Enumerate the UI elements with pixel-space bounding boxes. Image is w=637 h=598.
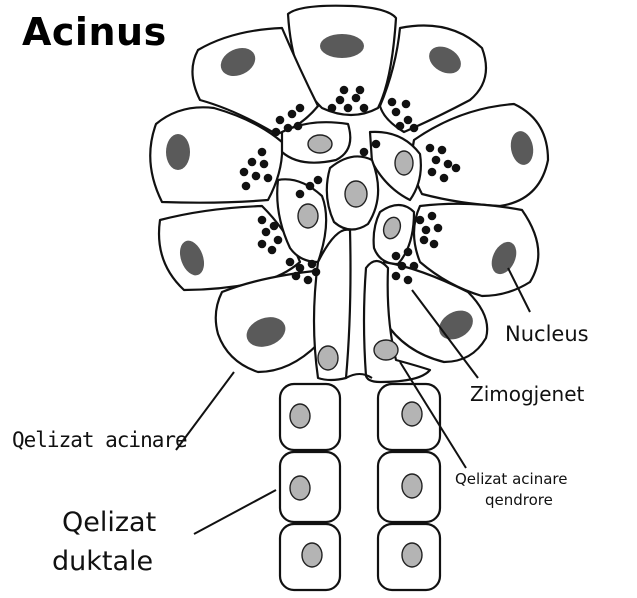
zymogen-granule [410, 124, 419, 133]
nucleus [166, 134, 190, 170]
zymogen-granule [284, 124, 293, 133]
label-zymogen: Zimogjenet [470, 382, 584, 406]
zymogen-granule [336, 96, 345, 105]
centroacinar-nucleus [318, 346, 338, 370]
zymogen-granule [286, 258, 295, 267]
zymogen-granule [402, 100, 411, 109]
pointer-ductal [194, 490, 276, 534]
zymogen-granule [360, 148, 369, 157]
zymogen-granule [260, 160, 269, 169]
zymogen-granule [444, 160, 453, 169]
zymogen-granule [372, 140, 381, 149]
zymogen-granule [262, 228, 271, 237]
label-centroacinar-line2: qendrore [485, 491, 553, 509]
zymogen-granule [388, 98, 397, 107]
zymogen-granule [288, 110, 297, 119]
zymogen-granule [242, 182, 251, 191]
zymogen-granule [404, 116, 413, 125]
zymogen-granule [416, 216, 425, 225]
zymogen-granule [396, 122, 405, 131]
zymogen-granule [268, 246, 277, 255]
ductal-nucleus [290, 476, 310, 500]
ductal-nucleus [302, 543, 322, 567]
label-nucleus: Nucleus [505, 322, 589, 346]
zymogen-granule [264, 174, 273, 183]
ductal-nucleus [402, 474, 422, 498]
zymogen-granule [296, 264, 305, 273]
zymogen-granule [452, 164, 461, 173]
zymogen-granule [440, 174, 449, 183]
zymogen-granule [308, 260, 317, 269]
zymogen-granule [392, 108, 401, 117]
zymogen-granule [432, 156, 441, 165]
zymogen-granule [304, 276, 313, 285]
zymogen-granule [340, 86, 349, 95]
label-ductal-line1: Qelizat [62, 507, 156, 538]
zymogen-granule [428, 212, 437, 221]
zymogen-granule [434, 224, 443, 233]
zymogen-granule [426, 144, 435, 153]
zymogen-granule [270, 222, 279, 231]
zymogen-granule [240, 168, 249, 177]
zymogen-granule [344, 104, 353, 113]
zymogen-granule [258, 240, 267, 249]
zymogen-granule [312, 268, 321, 277]
zymogen-granule [352, 94, 361, 103]
zymogen-granule [398, 262, 407, 271]
label-ductal-line2: duktale [52, 546, 153, 577]
zymogen-granule [404, 276, 413, 285]
zymogen-granule [404, 248, 413, 257]
ductal-nucleus [402, 543, 422, 567]
zymogen-granule [360, 104, 369, 113]
zymogen-granule [356, 86, 365, 95]
zymogen-granule [274, 236, 283, 245]
zymogen-granule [430, 240, 439, 249]
zymogen-granule [258, 148, 267, 157]
zymogen-granule [292, 272, 301, 281]
nucleus [320, 34, 364, 58]
zymogen-granule [392, 252, 401, 261]
zymogen-granule [258, 216, 267, 225]
zymogen-granule [272, 128, 281, 137]
label-acinar-cells: Qelizat acinare [12, 428, 187, 452]
zymogen-granule [410, 262, 419, 271]
centroacinar-nucleus [308, 135, 332, 153]
centroacinar-nucleus [374, 340, 398, 360]
zymogen-granule [296, 190, 305, 199]
zymogen-granule [420, 236, 429, 245]
zymogen-granule [422, 226, 431, 235]
zymogen-granule [438, 146, 447, 155]
centroacinar-nucleus [395, 151, 413, 175]
zymogen-granule [252, 172, 261, 181]
centroacinar-nucleus [345, 181, 367, 207]
zymogen-granule [314, 176, 323, 185]
ductal-nucleus [402, 402, 422, 426]
zymogen-granule [296, 104, 305, 113]
zymogen-granule [276, 116, 285, 125]
zymogen-granule [248, 158, 257, 167]
zymogen-granule [428, 168, 437, 177]
zymogen-granule [328, 104, 337, 113]
zymogen-granule [294, 122, 303, 131]
zymogen-granule [392, 272, 401, 281]
centroacinar-nucleus [298, 204, 318, 228]
ductal-nucleus [290, 404, 310, 428]
zymogen-granule [306, 182, 315, 191]
diagram-title: Acinus [22, 10, 167, 54]
label-centroacinar-line1: Qelizat acinare [455, 470, 567, 488]
